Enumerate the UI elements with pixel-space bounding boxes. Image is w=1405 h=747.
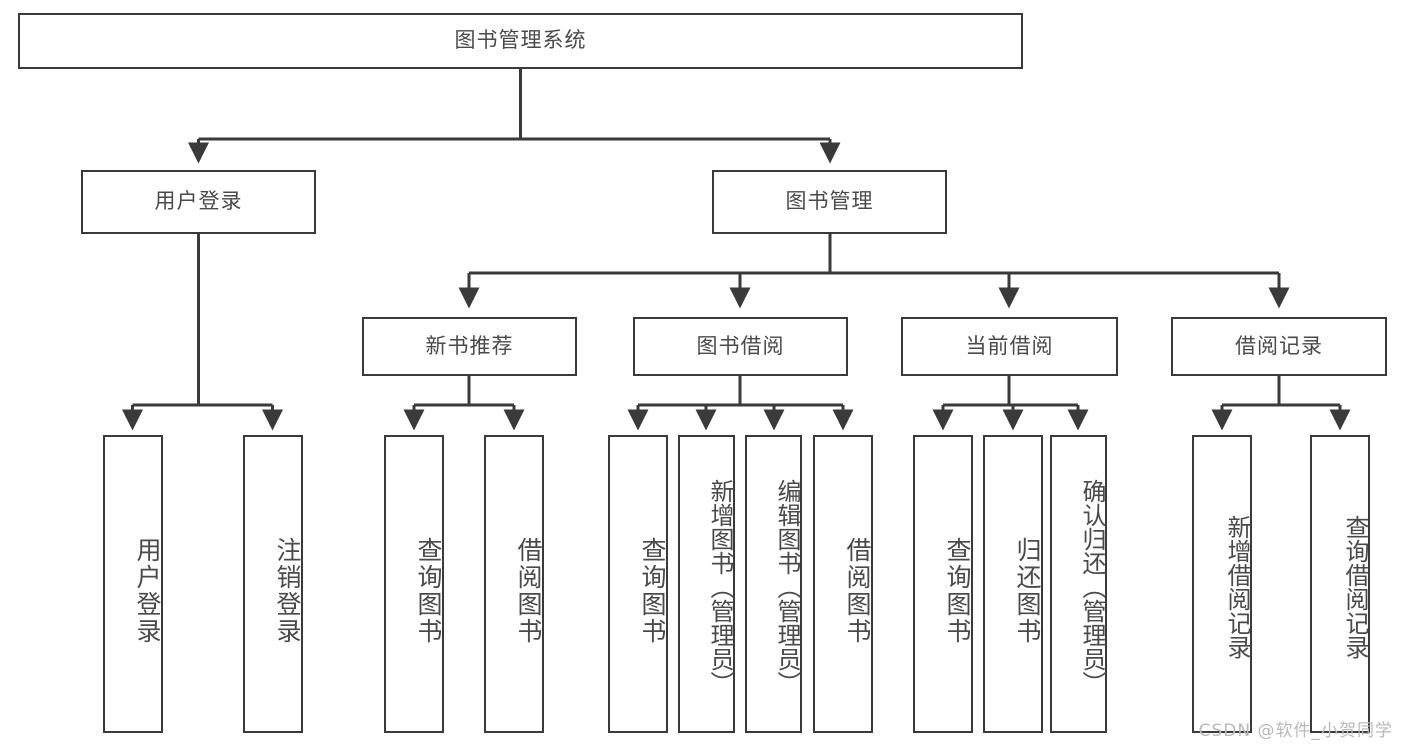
node-leaf-query-book-3[interactable]: 查询图书 xyxy=(913,435,973,733)
node-leaf-query-book-3-label: 查询图书 xyxy=(943,537,972,645)
watermark-text: CSDN @软件_小贺同学 xyxy=(1198,721,1393,741)
node-leaf-borrow-book-2[interactable]: 借阅图书 xyxy=(813,435,873,733)
node-leaf-user-login-label: 用户登录 xyxy=(133,537,162,645)
node-leaf-return-book-label: 归还图书 xyxy=(1013,537,1042,645)
node-book-manage-label: 图书管理 xyxy=(785,189,874,214)
node-current-borrow[interactable]: 当前借阅 xyxy=(901,317,1118,376)
node-borrow-record-label: 借阅记录 xyxy=(1235,333,1323,358)
node-leaf-add-book[interactable]: 新增图书（管理员） xyxy=(678,435,735,733)
node-leaf-user-logout[interactable]: 注销登录 xyxy=(243,435,303,733)
node-leaf-borrow-book-1-label: 借阅图书 xyxy=(514,537,543,645)
node-leaf-user-login[interactable]: 用户登录 xyxy=(103,435,163,733)
node-leaf-borrow-book-1[interactable]: 借阅图书 xyxy=(484,435,544,733)
node-user-login[interactable]: 用户登录 xyxy=(81,170,316,234)
node-borrow-record[interactable]: 借阅记录 xyxy=(1171,317,1387,376)
node-leaf-edit-book-label: 编辑图书（管理员） xyxy=(773,479,801,695)
node-leaf-query-record[interactable]: 查询借阅记录 xyxy=(1310,435,1370,733)
node-book-manage[interactable]: 图书管理 xyxy=(712,170,947,234)
node-book-borrow-label: 图书借阅 xyxy=(696,333,785,358)
node-book-borrow[interactable]: 图书借阅 xyxy=(633,317,848,376)
node-root-label: 图书管理系统 xyxy=(454,28,587,53)
node-leaf-query-book-2[interactable]: 查询图书 xyxy=(608,435,668,733)
node-leaf-confirm-return[interactable]: 确认归还（管理员） xyxy=(1050,435,1107,733)
node-current-borrow-label: 当前借阅 xyxy=(965,333,1054,358)
node-user-login-label: 用户登录 xyxy=(154,189,243,214)
node-leaf-add-record[interactable]: 新增借阅记录 xyxy=(1192,435,1252,733)
node-root[interactable]: 图书管理系统 xyxy=(18,13,1023,69)
node-leaf-add-book-label: 新增图书（管理员） xyxy=(706,479,734,695)
node-leaf-query-record-label: 查询借阅记录 xyxy=(1341,515,1369,659)
node-leaf-return-book[interactable]: 归还图书 xyxy=(983,435,1043,733)
node-leaf-add-record-label: 新增借阅记录 xyxy=(1223,515,1251,659)
node-leaf-confirm-return-label: 确认归还（管理员） xyxy=(1078,479,1106,695)
node-new-book-rec-label: 新书推荐 xyxy=(425,333,514,358)
node-new-book-rec[interactable]: 新书推荐 xyxy=(362,317,577,376)
node-leaf-edit-book[interactable]: 编辑图书（管理员） xyxy=(745,435,802,733)
node-leaf-borrow-book-2-label: 借阅图书 xyxy=(843,537,872,645)
node-leaf-query-book-1[interactable]: 查询图书 xyxy=(384,435,444,733)
node-leaf-query-book-1-label: 查询图书 xyxy=(414,537,443,645)
node-leaf-user-logout-label: 注销登录 xyxy=(273,537,302,645)
node-leaf-query-book-2-label: 查询图书 xyxy=(638,537,667,645)
